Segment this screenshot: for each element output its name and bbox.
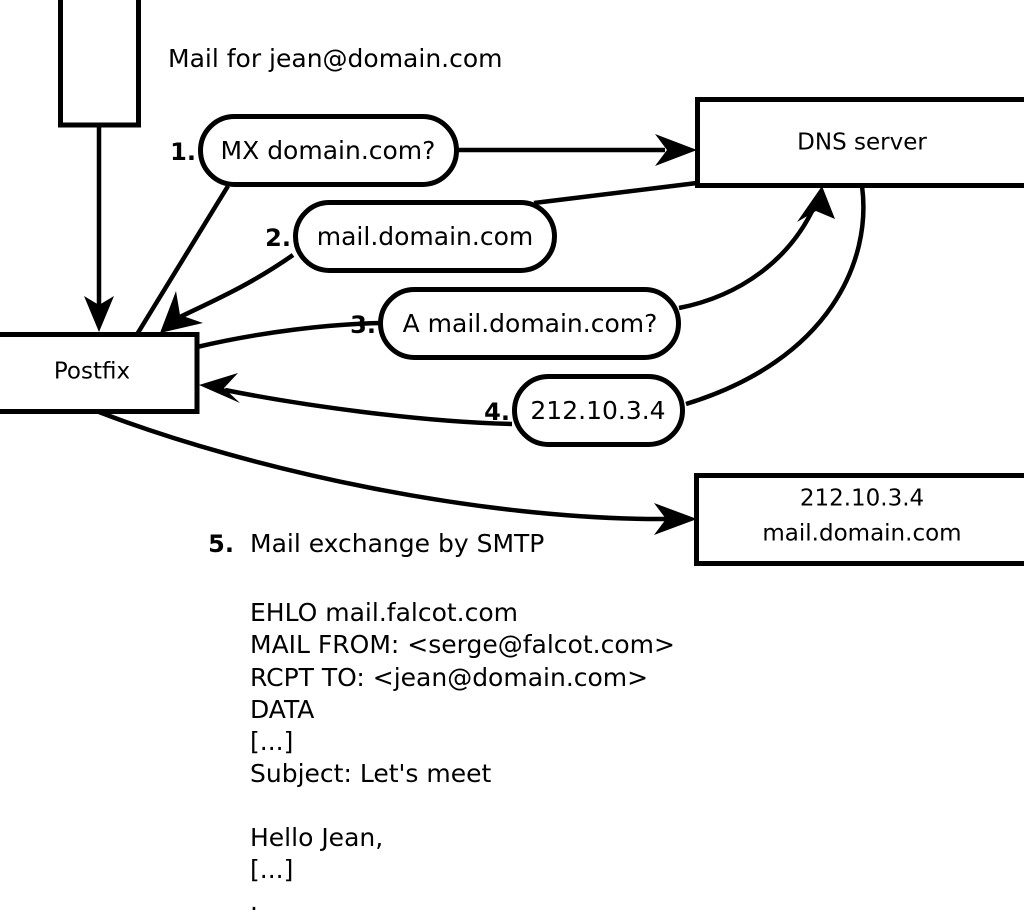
edge-step4-to-postfix	[224, 387, 513, 427]
node-postfix-label: Postfix	[54, 359, 130, 385]
edge-step2-to-postfix	[179, 253, 295, 320]
transcript-line-1: MAIL FROM: <serge@falcot.com>	[250, 630, 675, 659]
pill-step1	[198, 114, 459, 187]
edge-postfix-to-step1	[134, 184, 230, 338]
pill-step4-label: 212.10.3.4	[530, 396, 665, 425]
transcript-line-2: RCPT TO: <jean@domain.com>	[250, 663, 648, 692]
transcript-line-10: .	[250, 887, 258, 916]
smtp-transcript: EHLO mail.falcot.com MAIL FROM: <serge@f…	[250, 598, 675, 916]
pill-step3	[378, 287, 681, 360]
pill-step2	[293, 200, 557, 273]
pill-step4	[512, 374, 685, 447]
transcript-line-0: EHLO mail.falcot.com	[250, 598, 518, 627]
pill-step2-label: mail.domain.com	[317, 222, 533, 251]
step-number-3: 3.	[350, 311, 376, 339]
edge-dns-to-step2	[533, 180, 698, 206]
pill-step3-label: A mail.domain.com?	[403, 309, 658, 338]
node-remote-mx-ip: 212.10.3.4	[800, 486, 924, 512]
node-postfix	[0, 332, 200, 414]
mail-for-note: Mail for jean@domain.com	[168, 44, 503, 73]
step-number-1: 1.	[170, 138, 196, 166]
step-number-4: 4.	[484, 398, 510, 426]
edge-dns-to-step4	[685, 185, 866, 407]
edge-postfix-to-remote-mx	[98, 409, 667, 522]
node-sender-host	[58, 0, 141, 128]
arrowhead-step4-to-postfix	[199, 373, 240, 403]
step-number-2: 2.	[265, 224, 291, 252]
arrowhead-sender-to-postfix	[84, 296, 114, 332]
transcript-line-8: [...]	[250, 855, 293, 884]
edge-postfix-to-step3	[196, 320, 382, 350]
pill-step1-label: MX domain.com?	[221, 136, 436, 165]
transcript-line-5: Subject: Let's meet	[250, 759, 491, 788]
edge-step3-to-dns	[678, 204, 818, 311]
step-5-caption: Mail exchange by SMTP	[250, 529, 544, 558]
transcript-line-7: Hello Jean,	[250, 823, 383, 852]
transcript-line-3: DATA	[250, 695, 314, 724]
node-dns-server-label: DNS server	[797, 130, 927, 156]
arrowhead-postfix-to-remote-mx	[654, 503, 697, 535]
node-dns-server	[695, 97, 1024, 188]
step-number-5: 5.	[208, 530, 234, 558]
arrowhead-step1-to-dns	[655, 134, 697, 166]
node-remote-mx	[694, 473, 1024, 566]
arrowhead-step2-to-postfix	[160, 291, 203, 333]
arrowhead-step3-to-dns	[797, 186, 835, 222]
node-remote-mx-host: mail.domain.com	[762, 521, 961, 547]
transcript-line-4: [...]	[250, 727, 293, 756]
